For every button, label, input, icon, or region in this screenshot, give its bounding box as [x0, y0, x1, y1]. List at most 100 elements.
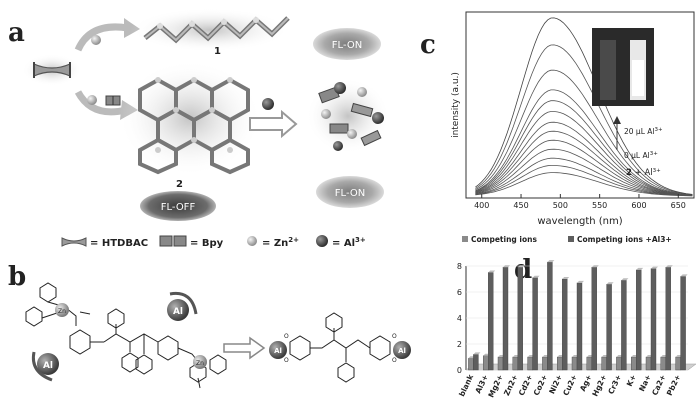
product-structure	[289, 312, 391, 383]
spectrum-curve	[475, 157, 693, 197]
inset-photo	[592, 28, 654, 106]
bar	[527, 356, 533, 371]
o-label: O	[284, 357, 289, 364]
fl-off-text: FL-OFF	[161, 202, 196, 213]
al-atom-product-left	[269, 341, 287, 359]
d-xtick-label: Pb2+	[665, 373, 683, 397]
d-xtick-label: Cr3+	[606, 373, 623, 396]
bar	[468, 358, 474, 371]
polymer-chain-1	[130, 8, 290, 52]
spectra-curves	[475, 17, 693, 197]
zn-ball-icon	[91, 35, 101, 45]
al-label-left: Al	[43, 361, 53, 371]
zn-label-right: Zn	[196, 360, 204, 367]
c-ylabel: intensity (a.u.)	[451, 72, 461, 138]
bar	[556, 356, 563, 371]
d-xtick-label: Ag+	[578, 373, 594, 393]
htdbac-start	[22, 54, 82, 86]
bar	[645, 356, 652, 371]
bar	[483, 355, 489, 371]
legend-zn-icon	[247, 236, 257, 246]
fragment-cluster	[306, 78, 390, 154]
spectrum-curve	[475, 139, 693, 196]
spectrum-curve	[475, 165, 693, 197]
al-label-product-right: Al	[398, 347, 406, 355]
fl-off-badge	[140, 191, 216, 221]
panel-a: 1 FL-ON 2	[22, 8, 390, 249]
d-xtick-label: Cu2+	[561, 373, 579, 397]
bar-top	[532, 275, 540, 278]
d-xtick-label: K+	[625, 373, 638, 388]
bar	[502, 267, 509, 371]
bar-top	[488, 270, 496, 273]
bar-top	[473, 352, 481, 355]
fl-on-top-text: FL-ON	[332, 40, 362, 51]
curved-arrow-up	[74, 23, 129, 52]
al-ball-icon	[262, 98, 274, 110]
bar	[586, 356, 593, 371]
panel-b: Zn Zn Al Al O O O O Al Al	[25, 282, 411, 389]
spectrum-curve	[475, 17, 693, 195]
bar-top	[517, 265, 525, 268]
bar	[488, 272, 494, 371]
zn-atom-right	[193, 355, 207, 369]
bar	[512, 356, 519, 371]
fl-on-bottom-text: FL-ON	[335, 188, 365, 199]
bar	[630, 356, 637, 371]
bar-top	[651, 266, 659, 269]
legend-series-2: Competing ions +Al3+	[577, 235, 672, 244]
bar	[542, 356, 548, 371]
al-atom-product-right	[393, 341, 411, 359]
bar	[650, 268, 657, 371]
d-ytick-label: 2	[457, 340, 462, 349]
zn-ball-icon	[87, 95, 97, 105]
reaction-arrow-b	[223, 336, 266, 360]
c-xtick-label: 600	[631, 201, 646, 210]
legend-htdbac-text: = HTDBAC	[90, 238, 148, 249]
bar-top	[636, 267, 644, 270]
bar	[606, 284, 612, 371]
fl-on-bottom-badge	[316, 176, 384, 208]
legend-al-icon	[316, 235, 328, 247]
legend-swatch-series-1	[462, 236, 468, 242]
d-ytick-label: 0	[457, 366, 462, 375]
c-xlabel: wavelength (nm)	[537, 216, 622, 227]
legend-swatch-series-2	[568, 236, 574, 242]
bar	[576, 282, 583, 371]
panel-d: Competing ions Competing ions +Al3+ 0246…	[457, 235, 697, 399]
bpy-icon	[105, 95, 121, 106]
annotation-top: 20 μL Al3+	[624, 127, 663, 136]
legend-htdbac-icon	[61, 237, 87, 247]
bar	[517, 267, 524, 371]
spectrum-curve	[475, 148, 693, 196]
bar	[532, 277, 538, 371]
panel-label-a: a	[8, 18, 25, 48]
bar	[591, 267, 598, 371]
bar-top	[503, 265, 511, 268]
legend-series-1: Competing ions	[471, 235, 537, 244]
c-xtick-label: 450	[513, 201, 528, 210]
bar-top	[680, 274, 688, 277]
c-xtick-label: 650	[671, 201, 686, 210]
panel-label-c: c	[420, 30, 436, 60]
bar	[621, 280, 627, 371]
bar-top	[621, 278, 629, 281]
bar	[635, 269, 642, 371]
spectrum-curve	[475, 89, 693, 196]
reaction-arrow	[249, 109, 298, 139]
spectrum-curve	[475, 69, 693, 196]
bar-chart: 02468blankAl3+Mg2+Zn2+Cd2+Co2+Ni2+Cu2+Ag…	[457, 260, 697, 399]
d-ytick-label: 6	[457, 288, 462, 297]
bar-top	[665, 265, 673, 268]
bar-top	[606, 282, 614, 285]
left-complex-structure	[25, 282, 227, 389]
bar	[616, 356, 622, 371]
bar	[660, 356, 667, 371]
spectrum-curve	[475, 121, 693, 196]
spectrum-curve	[475, 111, 693, 196]
compound-1-label: 1	[214, 46, 221, 57]
curved-arrow-al-left	[31, 351, 53, 382]
